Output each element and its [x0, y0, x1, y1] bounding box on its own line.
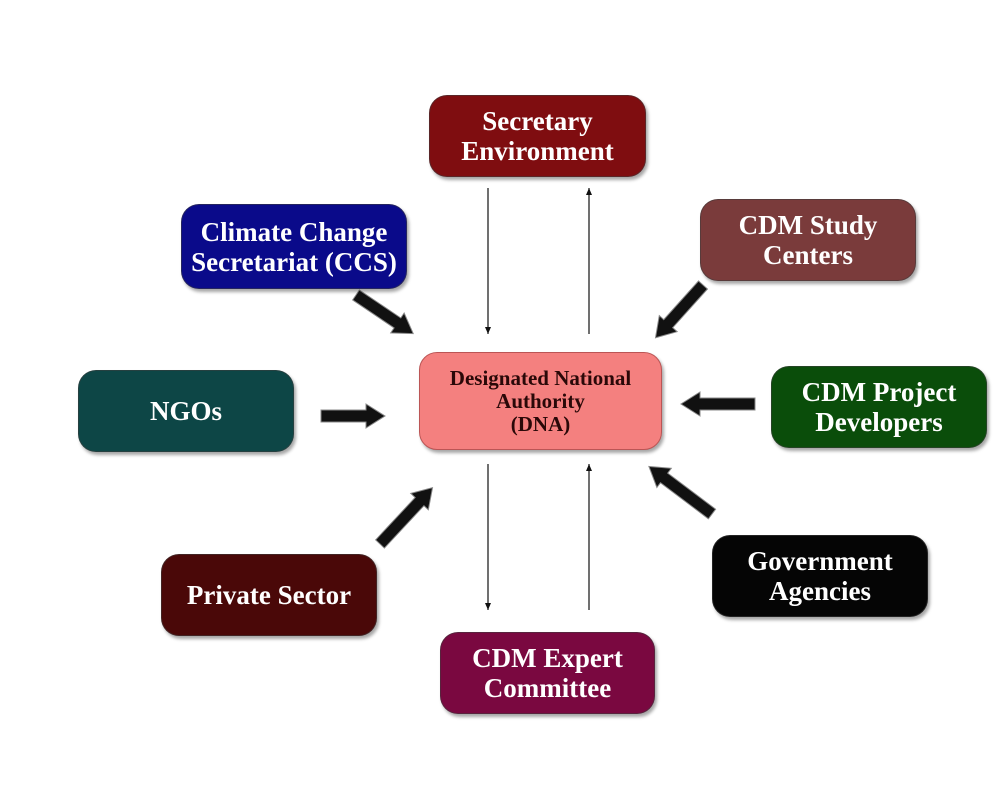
node-cdm-study-centers: CDM Study Centers	[700, 199, 916, 281]
dna-node: Designated National Authority (DNA)	[419, 352, 662, 450]
node-label: CDM Study Centers	[738, 210, 878, 270]
node-ngos: NGOs	[78, 370, 294, 452]
arrow-ngos-to-dna	[320, 403, 386, 429]
arrow-project-developers-to-dna	[680, 391, 756, 417]
node-secretary-environment: Secretary Environment	[429, 95, 646, 177]
node-label: CDM Expert Committee	[472, 643, 623, 703]
node-label: Private Sector	[186, 580, 352, 610]
node-cdm-expert-committee: CDM Expert Committee	[440, 632, 655, 714]
arrow-private-sector-to-dna	[374, 487, 434, 549]
node-label: Government Agencies	[747, 546, 893, 606]
arrow-government-agencies-to-dna	[648, 465, 717, 520]
dna-label: Designated National Authority (DNA)	[449, 365, 632, 436]
node-label: Secretary Environment	[461, 106, 614, 166]
node-climate-change-secretariat: Climate Change Secretariat (CCS)	[181, 204, 407, 289]
node-label: CDM Project Developers	[801, 377, 957, 437]
node-government-agencies: Government Agencies	[712, 535, 928, 617]
arrow-ccs-to-dna	[351, 289, 414, 335]
node-private-sector: Private Sector	[161, 554, 377, 636]
node-label: NGOs	[149, 396, 222, 426]
arrow-study-centers-to-dna	[654, 280, 709, 339]
node-cdm-project-developers: CDM Project Developers	[771, 366, 987, 448]
node-label: Climate Change Secretariat (CCS)	[191, 216, 397, 277]
